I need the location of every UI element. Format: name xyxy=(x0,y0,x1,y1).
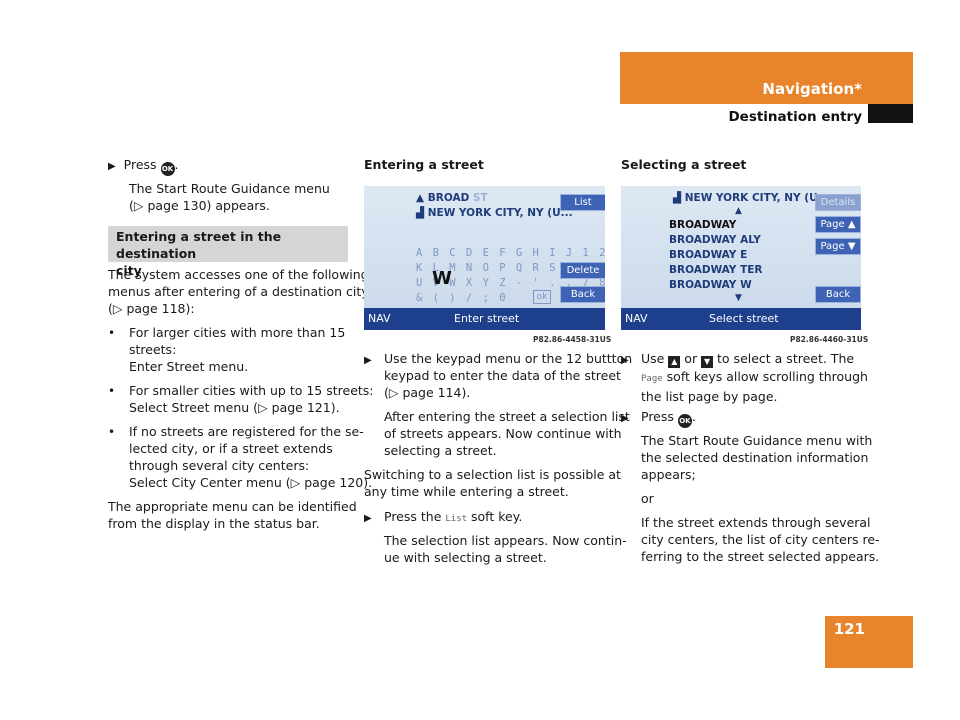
keypad-row[interactable]: U V W X Y Z - ' . , 7 8 9 xyxy=(416,277,605,289)
step-result: The Start Route Guidance menu (▷ page 13… xyxy=(129,181,330,213)
heading-entering-street: Entering a street xyxy=(364,157,484,172)
road-icon: ▲ xyxy=(416,192,425,204)
ok-button-icon: OK xyxy=(677,414,692,428)
status-label: Select street xyxy=(709,312,779,325)
arrow-icon: ▶ xyxy=(108,161,116,172)
step-press-ok-text: Press OK. xyxy=(641,408,696,428)
status-label: Enter street xyxy=(454,312,520,325)
page-number-box xyxy=(825,616,913,668)
delete-softkey[interactable]: Delete xyxy=(560,262,605,279)
step-press-ok: ▶ xyxy=(621,408,629,427)
details-softkey[interactable]: Details xyxy=(815,194,861,211)
status-bar: NAV Enter street xyxy=(364,308,605,330)
nav-label: NAV xyxy=(368,312,391,325)
page-softkey-ref: Page xyxy=(641,374,663,384)
city-entry: ▟ NEW YORK CITY, NY (U... xyxy=(416,207,573,219)
section-title: Navigation* xyxy=(762,80,862,98)
page-up-softkey[interactable]: Page ▲ xyxy=(815,216,861,233)
street-entry: ▲ BROAD ST xyxy=(416,192,488,204)
list-item[interactable]: BROADWAY E xyxy=(669,249,748,261)
bullet-no-streets-text: If no streets are registered for the se-… xyxy=(129,424,373,490)
page-down-softkey[interactable]: Page ▼ xyxy=(815,238,861,255)
subsection-title: Destination entry xyxy=(728,109,862,125)
bullet-large-cities: • xyxy=(108,324,115,342)
keypad-cursor: W xyxy=(432,268,452,289)
intro-paragraph: The system accesses one of the following… xyxy=(108,267,369,316)
bullet-small-cities-text: For smaller cities with up to 15 streets… xyxy=(129,383,374,415)
or-text: or xyxy=(641,491,654,506)
ok-button-icon: OK xyxy=(160,162,175,176)
list-softkey[interactable]: List xyxy=(560,194,605,211)
down-key-icon: ▼ xyxy=(701,356,714,368)
figure-caption: P82.86-4458-31US xyxy=(533,335,612,344)
list-item[interactable]: BROADWAY W xyxy=(669,279,752,291)
arrow-icon: ▶ xyxy=(364,355,372,366)
list-softkey-ref: List xyxy=(445,514,468,524)
step-press-ok: ▶ Press OK. xyxy=(108,156,179,176)
arrow-icon: ▶ xyxy=(364,513,372,524)
bullet-small-cities: • xyxy=(108,382,115,400)
step-list: ▶ xyxy=(364,508,372,527)
scroll-up-icon[interactable]: ▲ xyxy=(735,206,742,216)
page-number: 121 xyxy=(833,620,865,638)
list-item-selected[interactable]: BROADWAY xyxy=(669,219,737,231)
keypad-row[interactable]: K L M N O P Q R S T ‥ 4 5 6 xyxy=(416,262,605,274)
city-icon: ▟ xyxy=(673,192,682,204)
back-softkey[interactable]: Back xyxy=(560,286,605,303)
bullet-no-streets: • xyxy=(108,423,115,441)
figure-caption: P82.86-4460-31US xyxy=(790,335,869,344)
up-key-icon: ▲ xyxy=(668,356,681,368)
step-scroll: ▶ xyxy=(621,350,629,369)
step-list-result: The selection list appears. Now contin-u… xyxy=(384,533,627,565)
bullet-icon: • xyxy=(108,326,116,340)
step-scroll-text: Use ▲ or ▼ to select a street. The Page … xyxy=(641,351,868,404)
keypad-row[interactable]: & ( ) / ; 0 xyxy=(416,292,508,304)
city-entry: ▟ NEW YORK CITY, NY (U... xyxy=(673,192,830,204)
header-banner xyxy=(620,52,913,104)
select-street-screen: ▟ NEW YORK CITY, NY (U... ▲ BROADWAY BRO… xyxy=(621,186,861,330)
list-item[interactable]: BROADWAY ALY xyxy=(669,234,761,246)
step-keypad-result: After entering the street a selection li… xyxy=(384,409,630,458)
header-marker xyxy=(868,104,913,123)
enter-street-screen: ▲ BROAD ST ▟ NEW YORK CITY, NY (U... Lis… xyxy=(364,186,605,330)
step-list-text: Press the List soft key. xyxy=(384,509,523,524)
city-icon: ▟ xyxy=(416,207,425,219)
heading-selecting-street: Selecting a street xyxy=(621,157,747,172)
list-item[interactable]: BROADWAY TER xyxy=(669,264,763,276)
scroll-down-icon[interactable]: ▼ xyxy=(735,293,742,303)
nav-label: NAV xyxy=(625,312,648,325)
bullet-icon: • xyxy=(108,425,116,439)
arrow-icon: ▶ xyxy=(621,413,629,424)
step-keypad: ▶ xyxy=(364,350,372,369)
keypad-row[interactable]: A B C D E F G H I J 1 2 3 xyxy=(416,247,605,259)
bullet-icon: • xyxy=(108,384,116,398)
arrow-icon: ▶ xyxy=(621,355,629,366)
status-bar: NAV Select street xyxy=(621,308,861,330)
keypad-ok[interactable]: ok xyxy=(533,290,551,304)
switching-paragraph: Switching to a selection list is possibl… xyxy=(364,467,621,499)
back-softkey[interactable]: Back xyxy=(815,286,861,303)
